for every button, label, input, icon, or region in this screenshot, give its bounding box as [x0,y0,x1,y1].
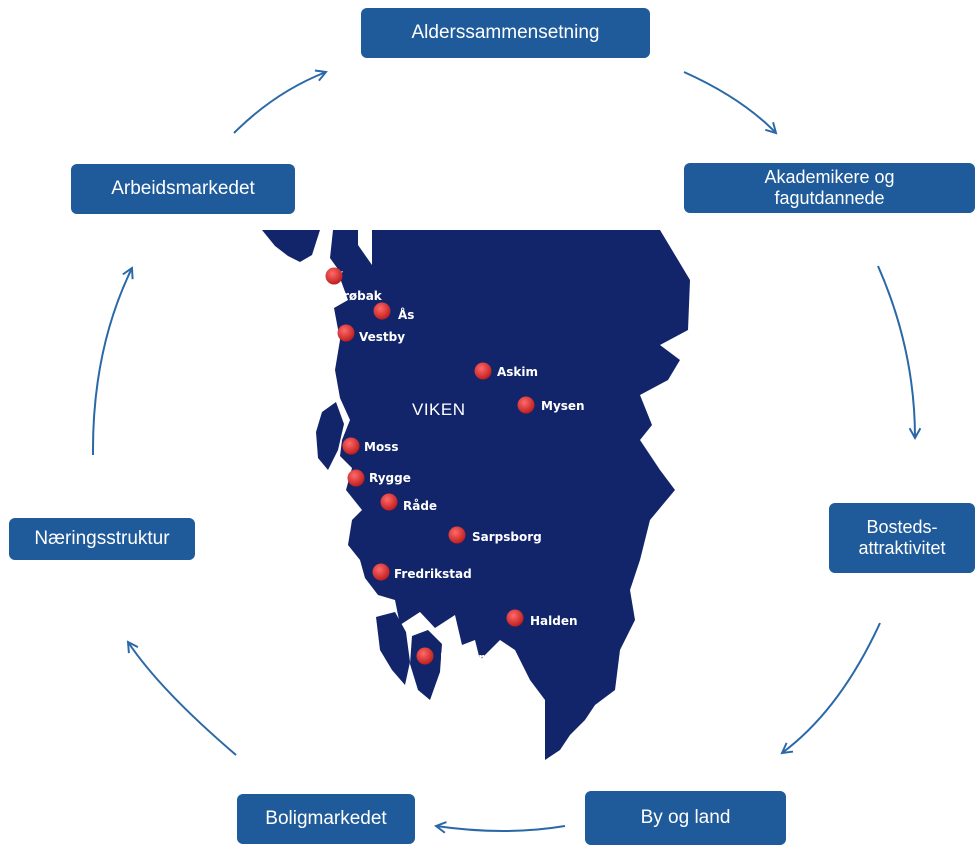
city-dot-hvaler [416,647,434,665]
city-label-halden: Halden [530,614,578,628]
arrow-naering-to-arbeid [91,266,134,456]
box-akademikere-og-fagutdannede: Akademikere og fagutdannede [684,163,975,213]
map-coast-west [262,230,320,262]
city-dot-fredrikstad [372,563,390,581]
city-label-rygge: Rygge [369,471,411,485]
arrow-akademikere-to-bosteds [877,265,922,441]
city-label-vestby: Vestby [359,330,405,344]
box-boligmarkedet: Boligmarkedet [237,794,415,844]
arrow-bosteds-to-byogland [780,622,881,755]
city-label-as: Ås [398,307,414,322]
city-dot-sarpsborg [448,526,466,544]
map-island-hvaler-west [376,612,410,685]
city-dot-rade [380,493,398,511]
map-island-jeloy [316,402,344,470]
city-markers: Drøbak Ås Vestby Askim Mysen Moss Rygge … [325,267,585,665]
map-peninsula-west [330,230,358,272]
city-dot-moss [342,437,360,455]
city-dot-drobak [325,267,343,285]
box-arbeidsmarkedet: Arbeidsmarkedet [71,164,295,214]
city-dot-mysen [517,396,535,414]
region-label: VIKEN [412,400,466,419]
box-by-og-land: By og land [585,791,786,845]
city-label-fredrikstad: Fredrikstad [394,567,472,581]
city-label-rade: Råde [403,499,437,513]
viken-map [262,230,690,760]
city-dot-vestby [337,324,355,342]
arrow-arbeid-to-alder [233,69,328,134]
map-mainland [334,230,690,760]
city-label-hvaler: Hvaler [440,651,484,665]
arrow-alder-to-akademikere [683,71,778,135]
box-naeringsstruktur: Næringsstruktur [9,518,195,560]
box-bosteds-attraktivitet: Bosteds- attraktivitet [829,503,975,573]
city-dot-askim [474,362,492,380]
box-alderssammensetning: Alderssammensetning [361,8,650,58]
city-dot-as [373,302,391,320]
city-dot-halden [506,609,524,627]
city-label-mysen: Mysen [541,399,585,413]
cycle-arrows [91,69,922,834]
city-label-sarpsborg: Sarpsborg [472,530,542,544]
map-island-hvaler-east [410,630,442,700]
city-label-moss: Moss [364,440,398,454]
arrow-bolig-to-naering [126,640,237,756]
arrow-byogland-to-bolig [434,821,566,834]
city-label-drobak: Drøbak [333,289,383,303]
city-label-askim: Askim [497,365,538,379]
city-dot-rygge [347,469,365,487]
